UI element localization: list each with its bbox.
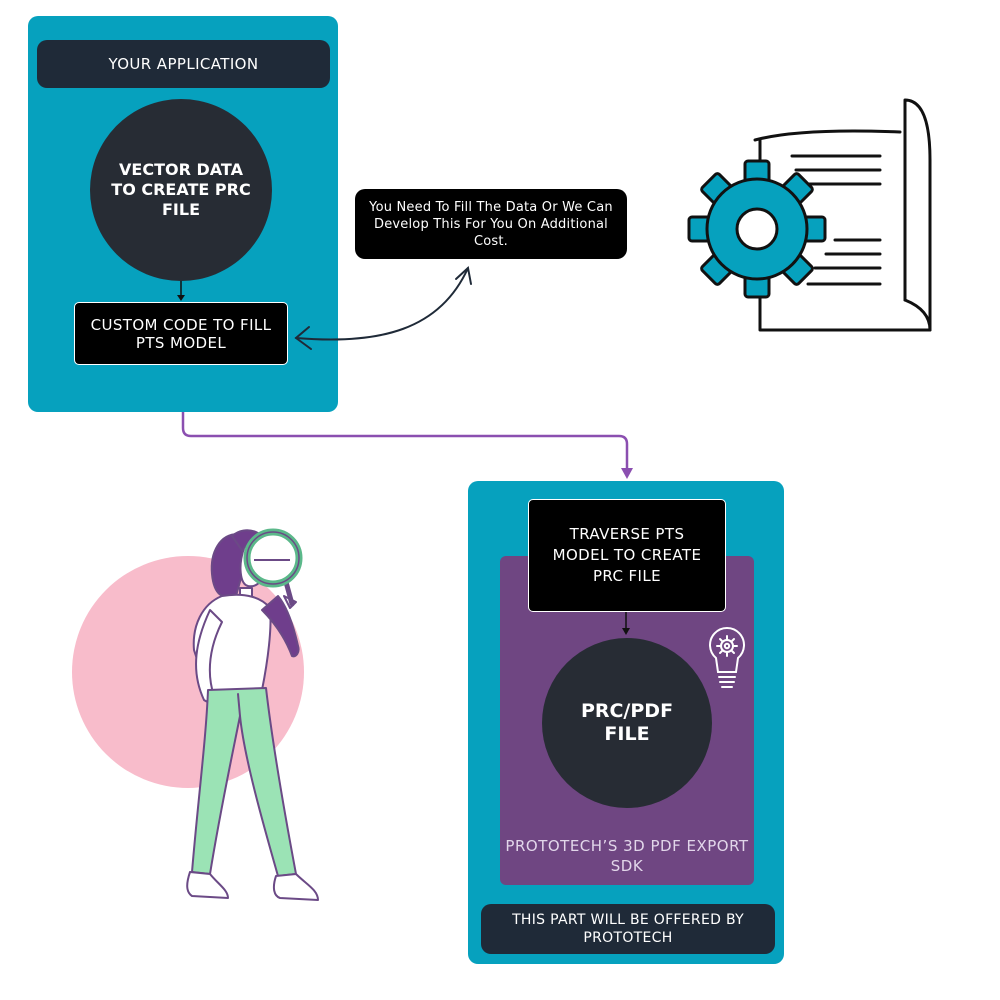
sdk-label: PROTOTECH’S 3D PDF EXPORT SDK	[505, 837, 749, 875]
circle-to-code-arrow	[177, 281, 185, 301]
sdk-footer-text: THIS PART WILL BE OFFERED BY PROTOTECH	[512, 912, 744, 946]
vector-data-label: VECTOR DATA TO CREATE PRC FILE	[111, 160, 251, 219]
application-header: YOUR APPLICATION	[37, 40, 330, 88]
magnifying-glass-icon	[243, 528, 303, 607]
custom-code-box: CUSTOM CODE TO FILL PTS MODEL	[74, 302, 288, 365]
note-to-code-curved-arrow	[294, 266, 472, 350]
traverse-to-circle-arrow	[622, 612, 630, 635]
sdk-footer: THIS PART WILL BE OFFERED BY PROTOTECH	[481, 904, 775, 954]
app-to-sdk-connector	[181, 412, 633, 479]
lightbulb-gear-icon	[709, 627, 745, 688]
gear-document-icon	[687, 98, 932, 332]
person-illustration	[186, 529, 319, 901]
traverse-box: TRAVERSE PTS MODEL TO CREATE PRC FILE	[528, 499, 726, 612]
prc-pdf-circle: PRC/PDF FILE	[542, 638, 712, 808]
note-box: You Need To Fill The Data Or We Can Deve…	[355, 189, 627, 259]
prc-pdf-label: PRC/PDF FILE	[580, 700, 674, 745]
vector-data-circle: VECTOR DATA TO CREATE PRC FILE	[90, 99, 272, 281]
note-text: You Need To Fill The Data Or We Can Deve…	[369, 199, 613, 249]
